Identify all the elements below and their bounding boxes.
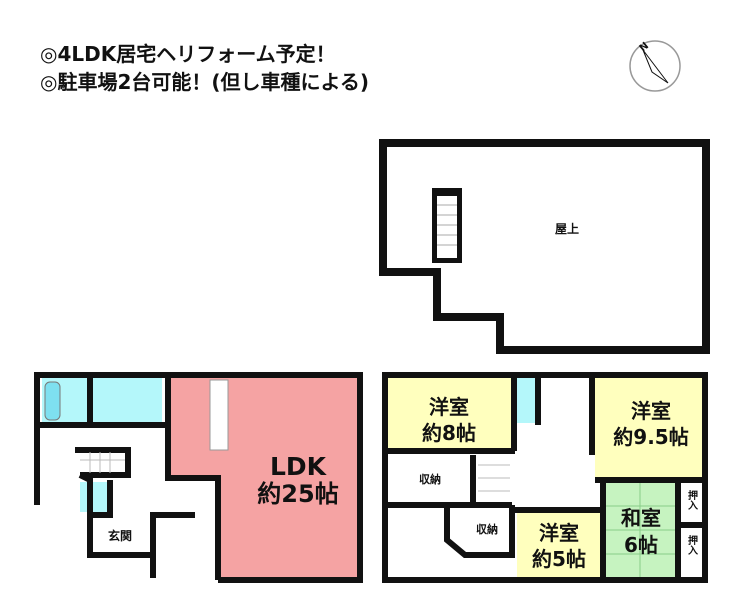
closet-1-label: 押入 (686, 489, 698, 511)
compass-north-icon: N (629, 40, 681, 92)
floor-1: 玄関 LDK 約25帖 (34, 372, 363, 583)
floor-2: 洋室 約8帖 洋室 約9.5帖 洋室 約5帖 和室 6帖 収納 収納 押入 押入 (382, 372, 708, 583)
headline-2: ◎駐車場2台可能！(但し車種による) (40, 70, 370, 94)
room8-name: 洋室 (429, 395, 469, 419)
washitsu-size: 6帖 (624, 533, 658, 557)
ldk-size: 約25帖 (257, 480, 338, 508)
rooftop-label: 屋上 (555, 221, 579, 236)
room8-size: 約8帖 (422, 421, 476, 445)
room5-size: 約5帖 (532, 547, 586, 571)
washitsu-name: 和室 (621, 506, 661, 530)
room5-name: 洋室 (539, 521, 579, 545)
entrance-label: 玄関 (108, 528, 132, 543)
rooftop-plan: 屋上 (379, 139, 710, 354)
storage-2-label: 収納 (476, 522, 498, 536)
storage-1-label: 収納 (419, 472, 441, 486)
headline-1: ◎4LDK居宅ヘリフォーム予定！ (40, 42, 336, 66)
room95-name: 洋室 (631, 399, 671, 423)
room95-size: 約9.5帖 (613, 425, 688, 449)
closet-2-label: 押入 (686, 534, 698, 556)
ldk-name: LDK (270, 452, 328, 481)
